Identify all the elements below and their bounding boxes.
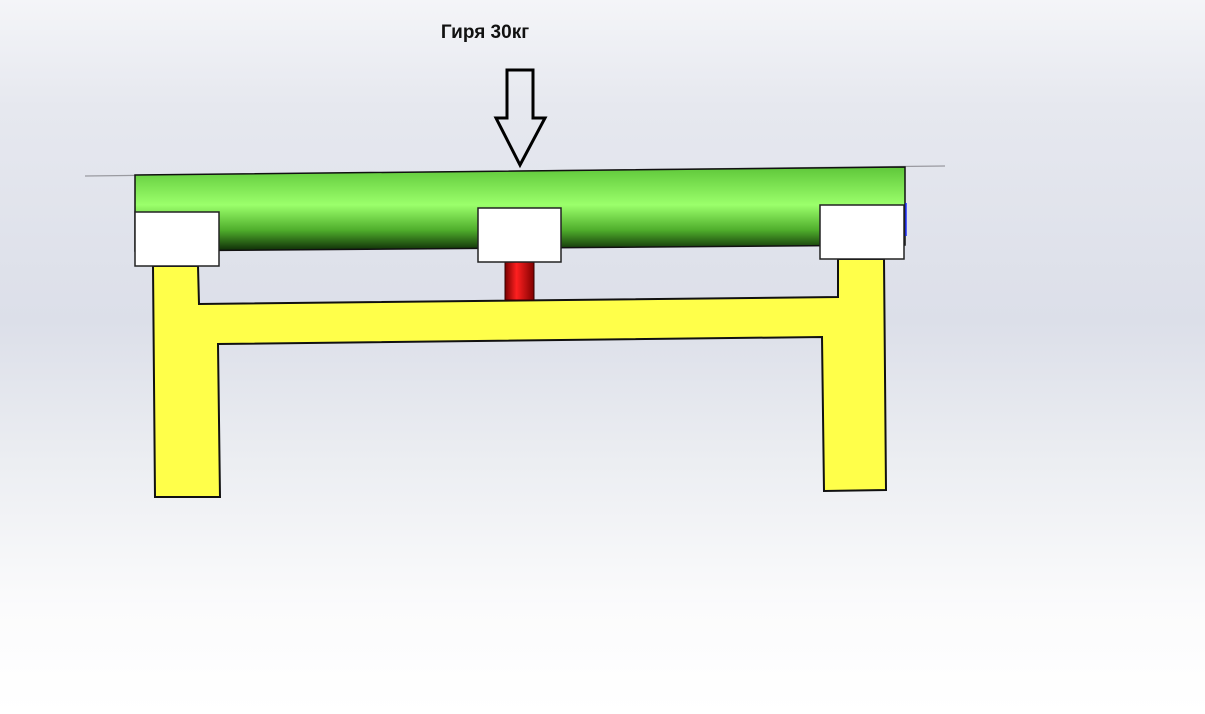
middle-support-block xyxy=(477,207,562,263)
down-arrow-icon xyxy=(493,68,548,169)
load-label: Гиря 30кг xyxy=(440,22,530,43)
right-support-block xyxy=(819,204,905,260)
yellow-frame xyxy=(151,258,888,498)
red-rod xyxy=(504,261,535,301)
left-support-block xyxy=(134,211,220,267)
